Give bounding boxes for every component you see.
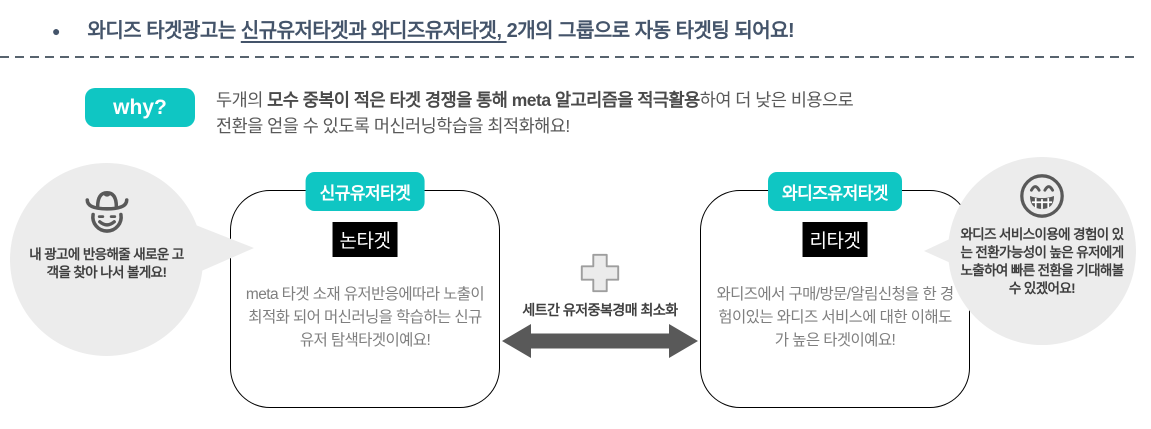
why-line1-pre: 두개의 bbox=[216, 90, 268, 110]
new-user-target-description: meta 타겟 소재 유저반응에따라 노출이최적화 되어 머신러닝을 학습하는 … bbox=[245, 286, 485, 349]
left-bubble-text: 내 광고에 반응해줄 새로운 고객을 찾아 나서 볼게요! bbox=[29, 247, 184, 280]
bullet-icon: ● bbox=[52, 23, 61, 39]
why-line1-post: 하여 더 낮은 비용으로 bbox=[699, 90, 854, 110]
why-line2: 전환을 얻을 수 있도록 머신러닝학습을 최적화해요! bbox=[216, 116, 570, 136]
new-user-target-badge: 신규유저타겟 bbox=[305, 172, 425, 211]
why-explanation: 두개의 모수 중복이 적은 타겟 경쟁을 통해 meta 알고리즘을 적극활용하… bbox=[216, 87, 854, 139]
plus-icon bbox=[577, 250, 623, 296]
dashed-divider bbox=[0, 56, 1135, 58]
title-post: 2개의 그룹으로 자동 타겟팅 되어요! bbox=[506, 20, 795, 42]
left-speech-bubble: 내 광고에 반응해줄 새로운 고객을 찾아 나서 볼게요! bbox=[10, 163, 203, 356]
title-pre: 와디즈 타겟광고는 bbox=[87, 20, 241, 42]
page-title: ● 와디즈 타겟광고는 신규유저타겟과 와디즈유저타겟, 2개의 그룹으로 자동… bbox=[52, 18, 795, 44]
wadiz-user-target-badge: 와디즈유저타겟 bbox=[768, 172, 902, 211]
right-bubble-text: 와디즈 서비스이용에 경험이 있는 전환가능성이 높은 유저에게 노출하여 빠른… bbox=[960, 227, 1124, 296]
wadiz-user-target-description: 와디즈에서 구매/방문/알림신청을 한 경험이있는 와디즈 서비스에 대한 이해… bbox=[716, 286, 954, 349]
double-arrow-icon bbox=[502, 322, 698, 360]
retarget-tag: 리타겟 bbox=[802, 222, 868, 257]
left-bubble-tail bbox=[188, 222, 254, 276]
wadiz-user-target-box: 와디즈유저타겟 리타겟 와디즈에서 구매/방문/알림신청을 한 경험이있는 와디… bbox=[700, 172, 970, 408]
cowboy-face-icon bbox=[85, 190, 128, 233]
non-target-tag: 논타겟 bbox=[332, 222, 398, 257]
grinning-face-icon bbox=[1020, 174, 1064, 218]
page-title-text: 와디즈 타겟광고는 신규유저타겟과 와디즈유저타겟, 2개의 그룹으로 자동 타… bbox=[87, 18, 794, 44]
title-underlined: 신규유저타겟과 와디즈유저타겟, bbox=[240, 20, 507, 42]
new-user-target-box: 신규유저타겟 논타겟 meta 타겟 소재 유저반응에따라 노출이최적화 되어 … bbox=[230, 172, 500, 408]
why-badge: why? bbox=[85, 88, 195, 127]
right-speech-bubble: 와디즈 서비스이용에 경험이 있는 전환가능성이 높은 유저에게 노출하여 빠른… bbox=[948, 157, 1136, 345]
why-line1-bold: 모수 중복이 적은 타겟 경쟁을 통해 meta 알고리즘을 적극활용 bbox=[267, 90, 700, 110]
center-overlap-label: 세트간 유저중복경매 최소화 bbox=[522, 302, 678, 318]
